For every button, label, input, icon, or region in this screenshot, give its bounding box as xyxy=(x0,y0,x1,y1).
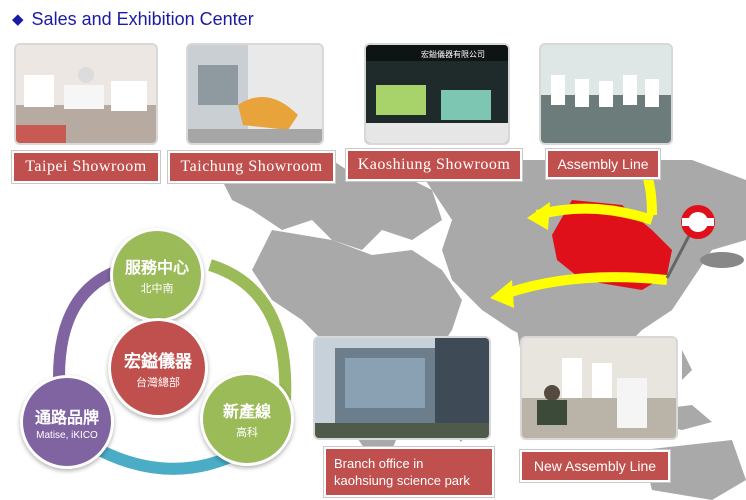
new-line-node: 新產線 高科 xyxy=(200,372,294,466)
taipei-showroom-text: Taipei Showroom xyxy=(25,158,147,175)
location-pin-icon xyxy=(681,205,715,239)
service-center-subtitle: 北中南 xyxy=(140,283,174,295)
new-assembly-photo xyxy=(520,336,678,440)
photo-signage-text: 宏鎰儀器有限公司 xyxy=(421,49,485,59)
assembly-line-label: Assembly Line xyxy=(546,149,660,179)
kaoshiung-showroom-photo: 宏鎰儀器有限公司 xyxy=(364,43,510,145)
service-center-node: 服務中心 北中南 xyxy=(110,228,204,322)
branch-office-photo xyxy=(313,336,491,440)
branch-office-line1: Branch office in xyxy=(334,456,424,471)
taipei-showroom-label: Taipei Showroom xyxy=(12,151,160,183)
branch-office-line2: kaohsiung science park xyxy=(334,473,470,488)
taichung-showroom-label: Taichung Showroom xyxy=(168,151,335,183)
pin-stick xyxy=(665,229,694,279)
page-title-text: Sales and Exhibition Center xyxy=(31,8,254,29)
assembly-line-photo xyxy=(539,43,673,145)
pin-shadow xyxy=(700,252,744,268)
china-highlight xyxy=(552,200,672,290)
assembly-line-text: Assembly Line xyxy=(557,156,649,172)
channel-brand-node: 通路品牌 Matise, iKICO xyxy=(20,375,114,469)
new-assembly-label: New Assembly Line xyxy=(520,450,670,482)
new-line-title: 新產線 xyxy=(222,404,271,421)
taipei-showroom-photo xyxy=(14,43,158,145)
new-line-subtitle: 高科 xyxy=(236,427,258,439)
page-title: ◆ Sales and Exhibition Center xyxy=(12,6,254,32)
headquarters-node: 宏鎰儀器 台灣總部 xyxy=(108,318,208,418)
headquarters-title: 宏鎰儀器 xyxy=(124,351,192,371)
channel-brand-title: 通路品牌 xyxy=(34,409,99,427)
channel-brand-subtitle: Matise, iKICO xyxy=(36,429,98,441)
diamond-bullet-icon: ◆ xyxy=(12,11,24,28)
taichung-showroom-photo xyxy=(186,43,324,145)
new-assembly-text: New Assembly Line xyxy=(533,458,657,474)
branch-office-label: Branch office in kaohsiung science park xyxy=(324,447,494,497)
kaoshiung-showroom-label: Kaoshiung Showroom xyxy=(346,149,522,181)
headquarters-subtitle: 台灣總部 xyxy=(136,376,180,389)
service-center-title: 服務中心 xyxy=(124,260,189,277)
kaoshiung-showroom-text: Kaoshiung Showroom xyxy=(357,156,511,173)
taichung-showroom-text: Taichung Showroom xyxy=(180,158,323,175)
